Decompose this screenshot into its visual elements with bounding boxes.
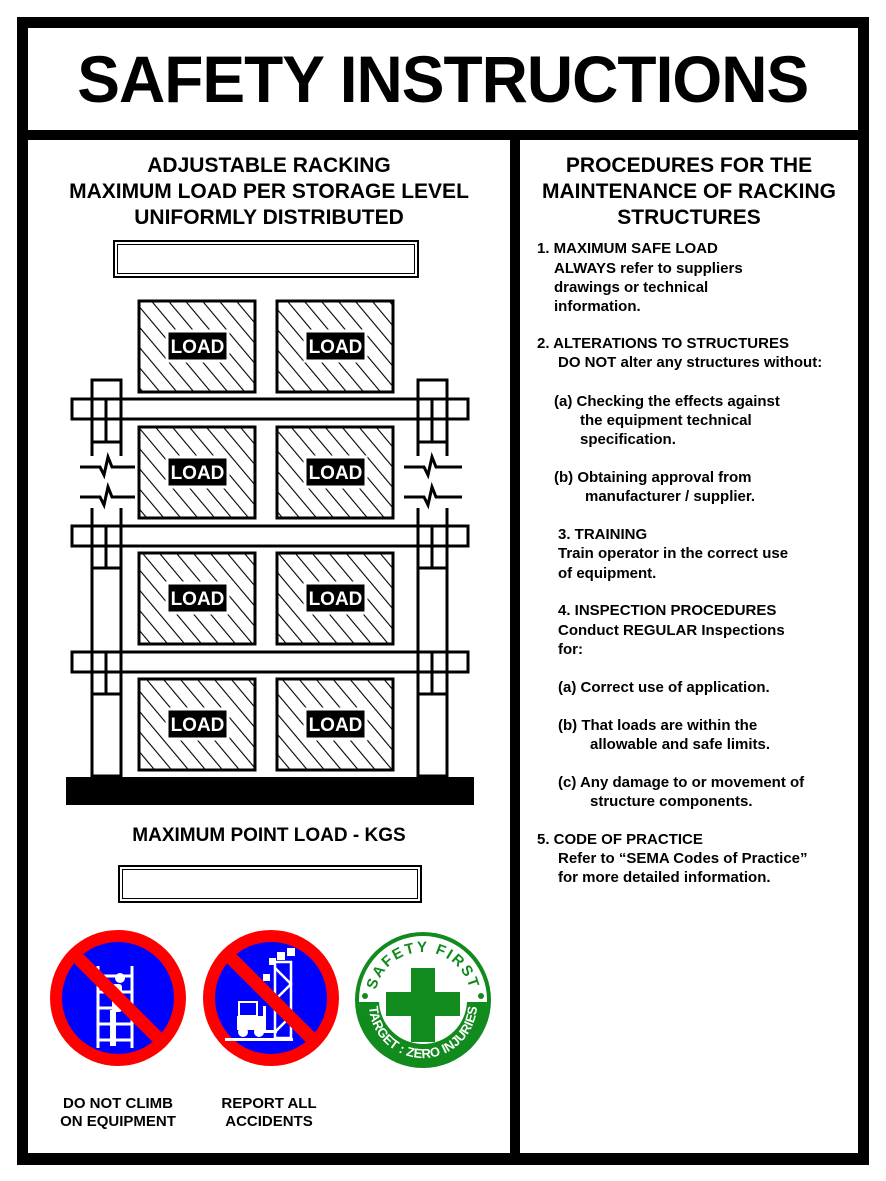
racking-heading: ADJUSTABLE RACKING MAXIMUM LOAD PER STOR…: [28, 153, 510, 231]
caption-line: DO NOT CLIMB: [63, 1095, 173, 1112]
load-box: LOAD: [275, 551, 395, 646]
procedure-line: Train operator in the correct use: [558, 545, 789, 562]
caption-line: REPORT ALL: [221, 1095, 317, 1112]
procedure-line: allowable and safe limits.: [590, 736, 771, 753]
procedure-line: for more detailed information.: [558, 869, 771, 886]
no-climbing-icon: [50, 930, 186, 1066]
safety-first-badge: SAFETY FIRST TARGET : ZERO INJURIES: [355, 932, 491, 1068]
load-label: LOAD: [171, 463, 225, 484]
procedure-line: information.: [554, 298, 641, 315]
load-label: LOAD: [171, 589, 225, 610]
procedure-line: for:: [558, 641, 583, 658]
racking-diagram: LOAD LOAD LOAD LOAD LOAD LOAD LOAD LOAD: [66, 299, 474, 805]
load-box: LOAD: [275, 299, 395, 394]
load-label: LOAD: [309, 463, 363, 484]
sign-caption-report: REPORT ALL ACCIDENTS: [189, 1095, 349, 1131]
load-label: LOAD: [309, 715, 363, 736]
procedure-line: 2. ALTERATIONS TO STRUCTURES: [537, 335, 789, 352]
caption-line: ACCIDENTS: [225, 1113, 313, 1130]
right-upright: [416, 378, 449, 778]
max-load-field[interactable]: [113, 240, 419, 278]
procedure-line: (b) Obtaining approval from: [554, 469, 752, 486]
rack-beams: [70, 397, 470, 674]
procedure-line: of equipment.: [558, 565, 657, 582]
caption-line: ON EQUIPMENT: [60, 1113, 176, 1130]
max-point-load-field[interactable]: [118, 865, 422, 903]
procedure-line: 4. INSPECTION PROCEDURES: [558, 602, 777, 619]
procedure-line: 5. CODE OF PRACTICE: [537, 831, 703, 848]
load-box: LOAD: [137, 677, 257, 772]
procedure-line: Refer to “SEMA Codes of Practice”: [558, 850, 808, 867]
procedure-line: (a) Correct use of application.: [558, 679, 770, 696]
heading-line: MAINTENANCE OF RACKING: [542, 180, 836, 203]
procedure-line: drawings or technical: [554, 279, 709, 296]
maintenance-procedures-panel: PROCEDURES FOR THE MAINTENANCE OF RACKIN…: [520, 140, 858, 1153]
heading-line: PROCEDURES FOR THE: [565, 154, 813, 177]
procedure-line: the equipment technical: [580, 412, 752, 429]
load-label: LOAD: [171, 715, 225, 736]
no-forklift-collision-icon: [203, 930, 339, 1066]
procedure-line: specification.: [580, 431, 676, 448]
procedure-line: 3. TRAINING: [558, 526, 648, 543]
load-label: LOAD: [309, 337, 363, 358]
load-box: LOAD: [137, 425, 257, 520]
load-box: LOAD: [137, 299, 257, 394]
break-marks: [80, 451, 464, 510]
heading-line: STRUCTURES: [617, 206, 761, 229]
procedure-line: ALWAYS refer to suppliers: [554, 260, 743, 277]
load-label: LOAD: [309, 589, 363, 610]
title-banner: SAFETY INSTRUCTIONS: [28, 28, 858, 130]
procedure-line: (b) That loads are within the: [558, 717, 758, 734]
max-point-load-label: MAXIMUM POINT LOAD - KGS: [132, 825, 406, 846]
procedure-line: DO NOT alter any structures without:: [558, 354, 823, 371]
procedures-heading: PROCEDURES FOR THE MAINTENANCE OF RACKIN…: [520, 153, 858, 231]
procedure-line: 1. MAXIMUM SAFE LOAD: [537, 240, 718, 257]
load-box: LOAD: [275, 425, 395, 520]
procedure-line: structure components.: [590, 793, 753, 810]
heading-line: MAXIMUM LOAD PER STORAGE LEVEL: [69, 180, 469, 203]
heading-line: UNIFORMLY DISTRIBUTED: [134, 206, 404, 229]
procedure-line: (a) Checking the effects against: [554, 393, 780, 410]
heading-line: ADJUSTABLE RACKING: [147, 154, 391, 177]
racking-load-panel: ADJUSTABLE RACKING MAXIMUM LOAD PER STOR…: [28, 140, 510, 1153]
load-box: LOAD: [275, 677, 395, 772]
rack-base: [66, 777, 474, 805]
sign-caption-no-climb: DO NOT CLIMB ON EQUIPMENT: [38, 1095, 198, 1131]
left-upright: [90, 378, 123, 778]
load-box: LOAD: [137, 551, 257, 646]
load-label: LOAD: [171, 337, 225, 358]
procedure-line: manufacturer / supplier.: [585, 488, 756, 505]
sign-title: SAFETY INSTRUCTIONS: [77, 42, 810, 116]
procedure-line: (c) Any damage to or movement of: [558, 774, 805, 791]
procedure-line: Conduct REGULAR Inspections: [558, 622, 785, 639]
